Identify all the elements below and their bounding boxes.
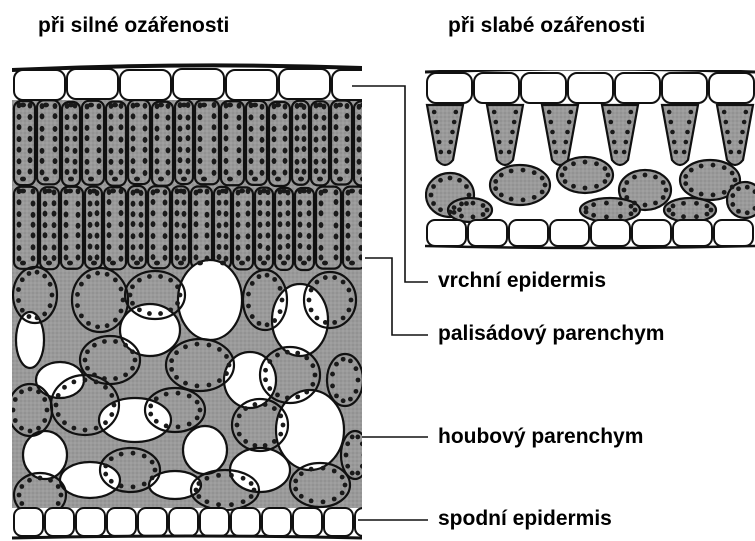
upper-epidermis-strong xyxy=(12,65,383,100)
leader-palisade xyxy=(365,258,428,335)
epidermis-cell xyxy=(355,508,384,536)
epidermis-cell xyxy=(173,69,224,99)
epidermis-cell xyxy=(521,73,566,103)
palisade-cell xyxy=(128,186,146,268)
spongy-cell xyxy=(490,165,550,205)
lower-epidermis-strong xyxy=(12,508,384,538)
epidermis-cell xyxy=(509,220,548,246)
epidermis-cell xyxy=(550,220,589,246)
epidermis-cell xyxy=(474,73,519,103)
section-weak-light xyxy=(425,69,755,252)
epidermis-cell xyxy=(279,69,330,99)
epidermis-cell xyxy=(14,70,65,100)
label-spongy-parenchyma: houbový parenchym xyxy=(438,425,643,449)
leader-lines xyxy=(352,86,428,520)
epidermis-cell xyxy=(14,508,43,536)
epidermis-cell xyxy=(324,508,353,536)
air-space xyxy=(16,312,44,368)
air-space xyxy=(36,362,84,398)
label-lower-epidermis: spodní epidermis xyxy=(438,507,612,531)
epidermis-cell xyxy=(200,508,229,536)
epidermis-cell xyxy=(709,73,754,103)
epidermis-cell xyxy=(293,508,322,536)
epidermis-cell xyxy=(568,73,613,103)
air-space xyxy=(23,431,67,479)
palisade-cell xyxy=(85,187,102,269)
epidermis-cell xyxy=(615,73,660,103)
epidermis-cell xyxy=(427,220,466,246)
epidermis-cell xyxy=(332,70,383,100)
label-upper-epidermis: vrchní epidermis xyxy=(438,269,606,293)
air-space xyxy=(183,426,227,474)
air-space xyxy=(178,260,242,340)
epidermis-cell xyxy=(673,220,712,246)
palisade-cell xyxy=(311,101,329,185)
epidermis-cell xyxy=(632,220,671,246)
epidermis-cell xyxy=(67,69,118,99)
epidermis-cell xyxy=(107,508,136,536)
epidermis-cell xyxy=(231,508,260,536)
palisade-cell xyxy=(354,101,371,185)
air-space xyxy=(230,448,290,492)
label-palisade-parenchyma: palisádový parenchym xyxy=(438,322,664,346)
epidermis-cell xyxy=(226,70,277,100)
palisade-cell xyxy=(62,102,80,186)
epidermis-cell xyxy=(120,70,171,100)
spongy-cell xyxy=(664,198,716,222)
epidermis-cell xyxy=(45,508,74,536)
air-space xyxy=(99,398,171,442)
epidermis-cell xyxy=(714,220,753,246)
epidermis-cell xyxy=(591,220,630,246)
epidermis-cell xyxy=(76,508,105,536)
epidermis-cell xyxy=(138,508,167,536)
palisade-cell xyxy=(292,101,309,185)
epidermis-cell xyxy=(262,508,291,536)
palisade-cell xyxy=(172,186,189,268)
epidermis-cell xyxy=(468,220,507,246)
epidermis-cell xyxy=(662,73,707,103)
spongy-cell xyxy=(580,198,640,222)
upper-epidermis-weak xyxy=(427,73,754,103)
section-strong-light xyxy=(8,65,384,538)
epidermis-cell xyxy=(427,73,472,103)
leader-upper-epidermis xyxy=(352,86,428,282)
palisade-cell xyxy=(214,187,231,269)
epidermis-cell xyxy=(169,508,198,536)
